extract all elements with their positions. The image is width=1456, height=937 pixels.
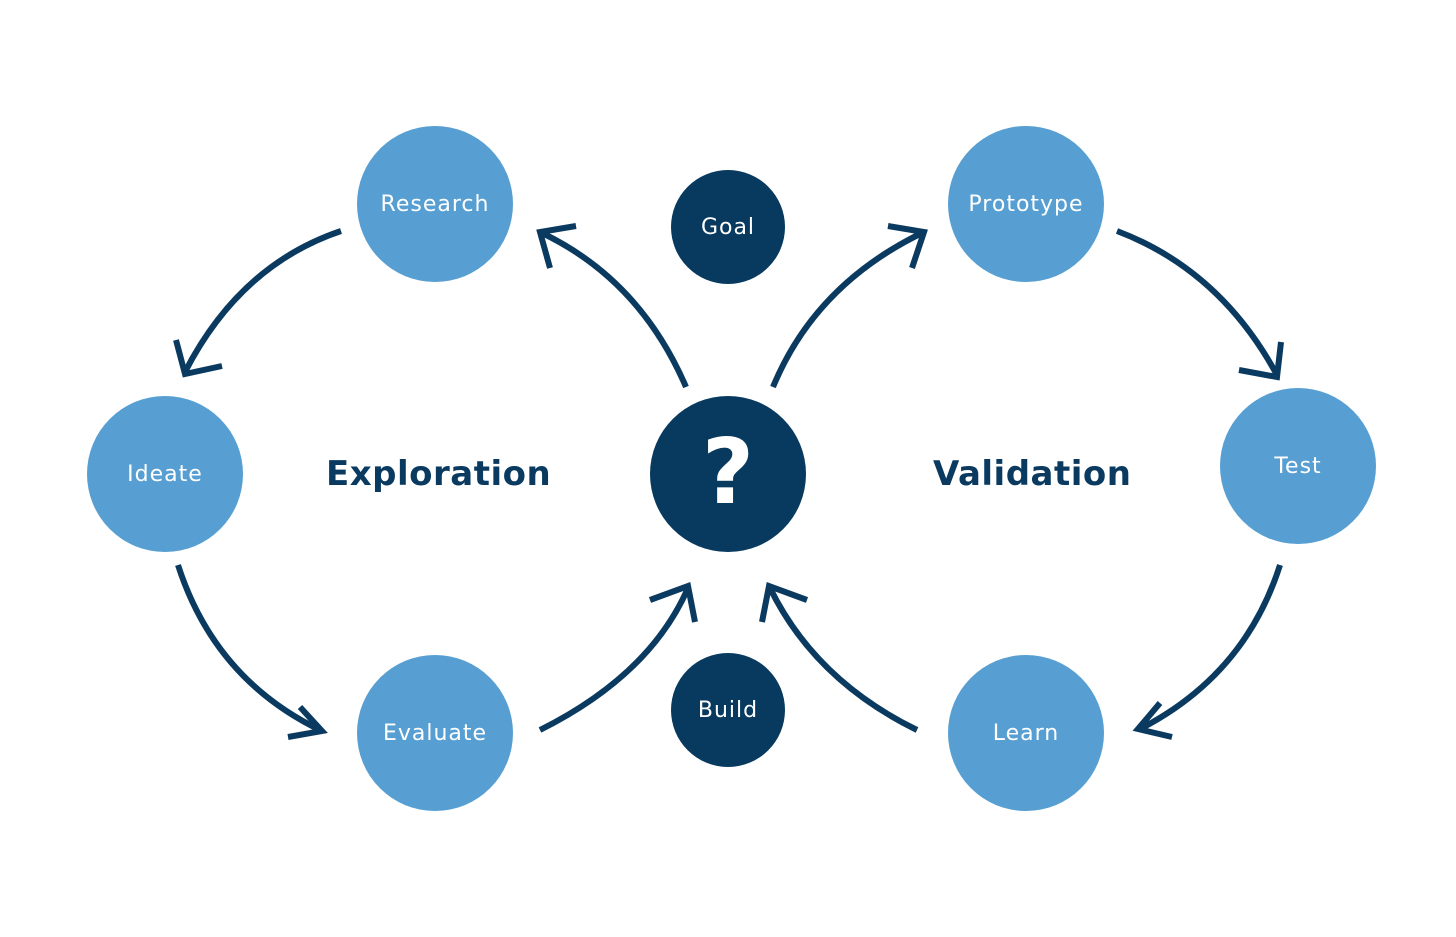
arrow-research-to-ideate (182, 228, 342, 374)
question-mark-icon: ? (701, 419, 755, 525)
build-label: Build (697, 697, 759, 723)
ideate-node: Ideate (87, 396, 243, 552)
test-node: Test (1220, 388, 1376, 544)
ideate-label: Ideate (127, 461, 203, 487)
arrowhead-research (536, 223, 577, 269)
arrow-learn-to-center (767, 586, 919, 733)
research-label: Research (380, 191, 490, 217)
arrowhead-evaluate (287, 704, 328, 740)
arrowhead-center-bottom-right (759, 581, 809, 623)
arrowhead-test (1238, 341, 1284, 381)
goal-label: Goal (700, 214, 756, 240)
learn-node: Learn (948, 655, 1104, 811)
arrowhead-ideate (173, 339, 223, 378)
prototype-label: Prototype (968, 191, 1084, 217)
build-node: Build (671, 653, 785, 767)
arrow-center-to-prototype (770, 230, 924, 389)
arrow-test-to-learn (1138, 564, 1283, 732)
arrow-evaluate-to-center (538, 586, 691, 733)
arrow-prototype-to-test (1115, 228, 1280, 377)
phase-label-validation: Validation (933, 454, 1132, 494)
arrow-ideate-to-evaluate (175, 564, 324, 734)
phase-label-exploration: Exploration (326, 454, 552, 494)
evaluate-label: Evaluate (382, 720, 488, 746)
arrowhead-learn (1132, 701, 1173, 740)
research-node: Research (357, 126, 513, 282)
goal-node: Goal (671, 170, 785, 284)
arrowhead-center-bottom-left (648, 581, 698, 623)
learn-label: Learn (992, 720, 1060, 746)
arrowhead-prototype (887, 223, 928, 269)
test-label: Test (1274, 453, 1322, 479)
arrow-center-to-research (540, 230, 689, 389)
center-question-node: ? (650, 396, 806, 552)
prototype-node: Prototype (948, 126, 1104, 282)
evaluate-node: Evaluate (357, 655, 513, 811)
